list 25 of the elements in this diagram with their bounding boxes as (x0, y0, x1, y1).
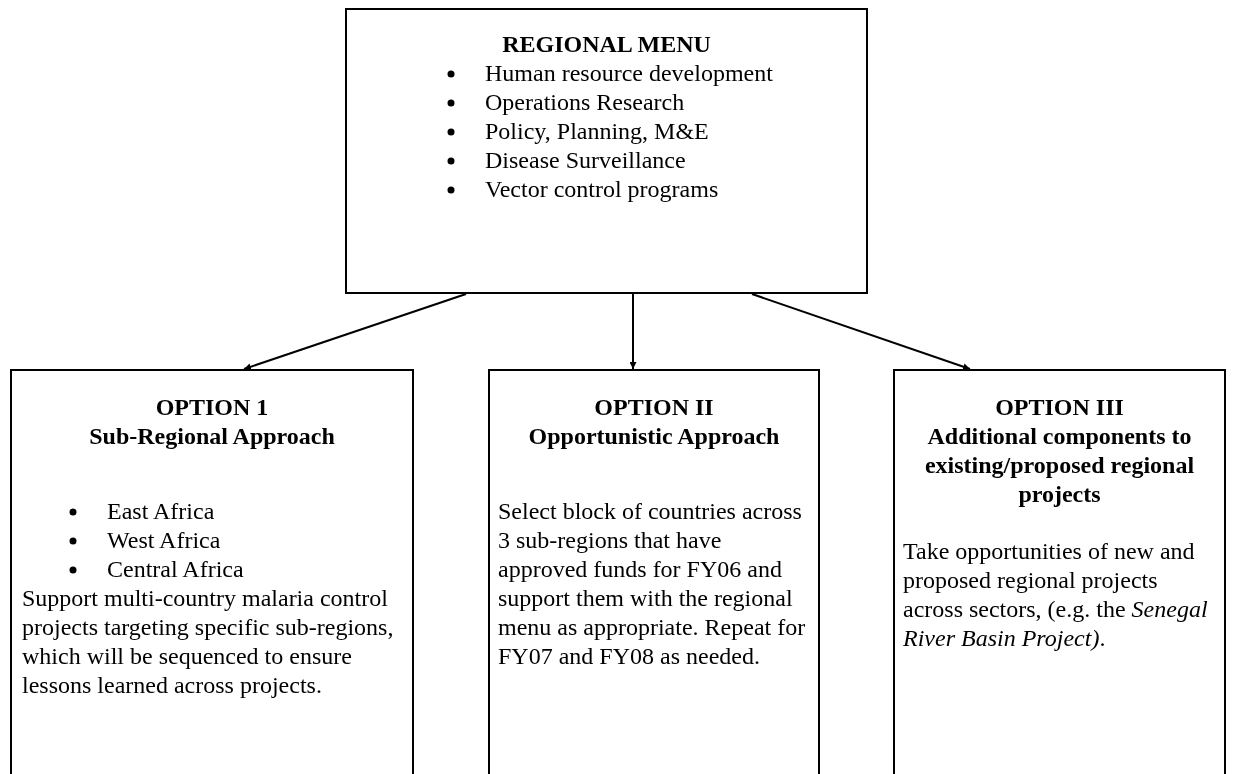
bullet-item: Policy, Planning, M&E (485, 117, 709, 146)
bullet-item: Human resource development (485, 59, 773, 88)
text-box (10, 369, 414, 774)
bullet-item: East Africa (107, 497, 215, 526)
bullet-item: Operations Research (485, 88, 685, 117)
description-text: Select block of countries across 3 sub-regions that have approved funds for FY06 and support them with the regional menu as appropriate. Repeat for FY07 and FY08 as needed. (498, 497, 807, 671)
description-text: Take opportunities of new and proposed regional projects across sectors, (e.g. the Senegal River Basin Project). (903, 537, 1209, 653)
bullet-item: Disease Surveillance (485, 146, 686, 175)
heading: OPTION III (994, 393, 1125, 422)
arrow (629, 293, 637, 370)
arrow (751, 293, 971, 371)
bullet-item: Vector control programs (485, 175, 719, 204)
text-box (488, 369, 820, 774)
bullet-item: West Africa (107, 526, 221, 555)
description-text: Support multi-country malaria control projects targeting specific sub-regions, which will be sequenced to ensure lessons learned across projects. (22, 584, 395, 700)
heading: OPTION 1 (154, 393, 270, 422)
heading: Additional components to existing/proposed regional projects (923, 422, 1196, 509)
arrow (243, 293, 467, 371)
text-box (345, 8, 868, 294)
text-box (893, 369, 1226, 774)
heading: OPTION II (593, 393, 715, 422)
bullet-item: Central Africa (107, 555, 244, 584)
heading: Opportunistic Approach (527, 422, 781, 451)
heading: Sub-Regional Approach (88, 422, 336, 451)
heading: REGIONAL MENU (501, 30, 712, 59)
